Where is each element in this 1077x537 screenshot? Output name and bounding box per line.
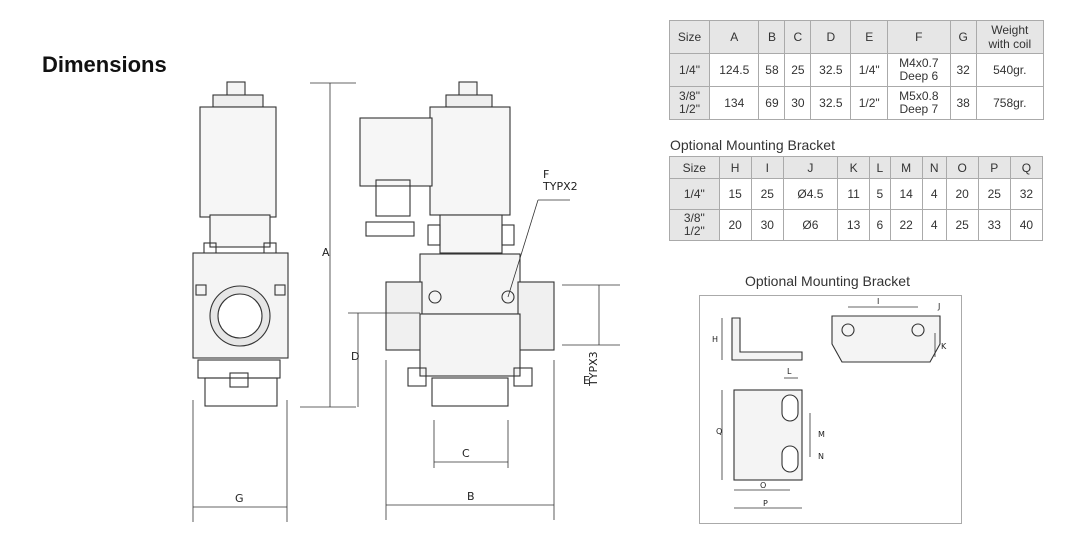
table-header-cell: Q xyxy=(1009,156,1044,179)
table-header-cell: D xyxy=(810,20,852,54)
bracket-label-P: P xyxy=(763,499,768,508)
dim-label-G: G xyxy=(235,492,244,505)
table-cell: 3/8"1/2" xyxy=(669,209,720,241)
table-cell: 69 xyxy=(758,86,786,120)
table-cell: 14 xyxy=(889,178,923,210)
table-cell: 40 xyxy=(1009,209,1044,241)
bracket-label-J: J xyxy=(937,302,940,311)
table-cell: 33 xyxy=(977,209,1011,241)
table-header-cell: F xyxy=(887,20,951,54)
table-cell: 25 xyxy=(945,209,979,241)
table-header-cell: H xyxy=(718,156,752,179)
table-header-cell: M xyxy=(889,156,923,179)
dim-label-typx2: TYPX2 xyxy=(542,180,578,193)
bracket-table-caption: Optional Mounting Bracket xyxy=(670,137,835,153)
table-cell: 4 xyxy=(921,209,947,241)
table-header-cell: E xyxy=(850,20,889,54)
table-cell: 1/4" xyxy=(668,53,711,87)
table-cell: 25 xyxy=(977,178,1011,210)
bracket-side-view xyxy=(721,317,803,361)
bracket-top-view xyxy=(831,306,941,363)
table-header-cell: C xyxy=(784,20,812,54)
dim-label-C: C xyxy=(462,447,470,460)
table-header-cell: N xyxy=(921,156,947,179)
table-cell: 13 xyxy=(837,209,871,241)
bracket-label-N: N xyxy=(818,452,824,461)
table-cell: 22 xyxy=(889,209,923,241)
bracket-label-M: M xyxy=(818,430,825,439)
bracket-label-I: I xyxy=(877,297,879,306)
bracket-label-H: H xyxy=(712,335,718,344)
table-header-cell: P xyxy=(977,156,1011,179)
dim-label-typx3: TYPX3 xyxy=(587,351,600,387)
table-cell: 6 xyxy=(869,209,891,241)
table-cell: 20 xyxy=(945,178,979,210)
table-cell: Ø4.5 xyxy=(782,178,839,210)
table-cell: 32.5 xyxy=(810,53,852,87)
table-cell: 758gr. xyxy=(975,86,1045,120)
dim-label-F: F xyxy=(543,168,549,181)
table-cell: 124.5 xyxy=(709,53,760,87)
table-header-cell: Size xyxy=(669,156,720,179)
table-cell: 540gr. xyxy=(975,53,1045,87)
table-header-cell: L xyxy=(869,156,891,179)
table-header-cell: G xyxy=(949,20,977,54)
table-header-cell: A xyxy=(709,20,760,54)
table-cell: 134 xyxy=(709,86,760,120)
table-cell: 20 xyxy=(718,209,752,241)
dimension-lines xyxy=(192,82,620,522)
dim-label-E: E xyxy=(583,374,590,387)
table-cell: 1/2" xyxy=(850,86,889,120)
bracket-front-view xyxy=(721,377,811,509)
table-cell: Ø6 xyxy=(782,209,839,241)
bracket-label-Q: Q xyxy=(716,427,722,436)
bracket-drawing-caption: Optional Mounting Bracket xyxy=(745,273,910,289)
table-header-cell: K xyxy=(837,156,871,179)
table-cell: 25 xyxy=(784,53,812,87)
table-cell: 38 xyxy=(949,86,977,120)
table-cell: 30 xyxy=(750,209,784,241)
table-cell: 32.5 xyxy=(810,86,852,120)
table-cell: 58 xyxy=(758,53,786,87)
bracket-label-L: L xyxy=(787,367,792,376)
table-cell: 32 xyxy=(949,53,977,87)
table-cell: 1/4" xyxy=(850,53,889,87)
table-cell: 4 xyxy=(921,178,947,210)
table-header-cell: O xyxy=(945,156,979,179)
bracket-label-O: O xyxy=(760,481,766,490)
table-cell: 32 xyxy=(1009,178,1044,210)
page-title: Dimensions xyxy=(42,52,167,77)
table-cell: 15 xyxy=(718,178,752,210)
table-cell: 5 xyxy=(869,178,891,210)
table-cell: 1/4" xyxy=(669,178,720,210)
table-cell: 11 xyxy=(837,178,871,210)
valve-side-view xyxy=(192,81,289,407)
table-cell: 30 xyxy=(784,86,812,120)
bracket-drawing-frame xyxy=(699,295,962,524)
table-header-cell: B xyxy=(758,20,786,54)
dim-label-D: D xyxy=(351,350,359,363)
dim-label-B: B xyxy=(467,490,475,503)
bracket-label-K: K xyxy=(941,342,947,351)
table-header-cell: J xyxy=(782,156,839,179)
table-cell: 3/8"1/2" xyxy=(668,86,711,120)
table-cell: 25 xyxy=(750,178,784,210)
table-header-cell: Size xyxy=(668,20,711,54)
dim-label-A: A xyxy=(322,246,330,259)
table-header-cell: I xyxy=(750,156,784,179)
valve-front-view xyxy=(359,81,555,407)
